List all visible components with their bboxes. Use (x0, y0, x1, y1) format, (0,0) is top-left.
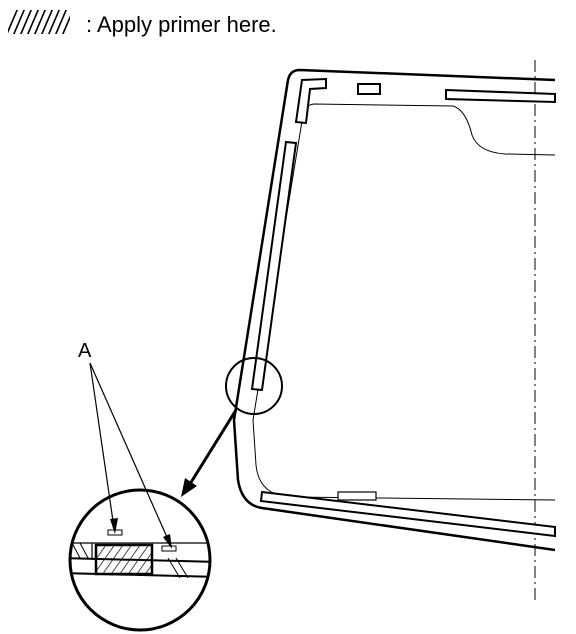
primer-hatch-swatch (8, 10, 70, 34)
mirror-mount-contour (452, 105, 556, 156)
primer-strip-left-side (250, 140, 298, 392)
detail-source-circle (225, 357, 283, 415)
windshield-outer-edge (232, 68, 556, 552)
detail-arrow-head (181, 478, 197, 497)
primer-strip-bottom (259, 490, 556, 538)
cross-section-detail (70, 529, 210, 579)
primer-strip-top-right (445, 88, 556, 104)
callout-label-a: A (78, 340, 92, 362)
primer-strip-top-corner (294, 77, 327, 125)
leader-line-a-right (89, 362, 171, 545)
legend: : Apply primer here. (6, 4, 406, 40)
leader-arrow-a-right (163, 534, 172, 549)
detail-arrow-shaft (188, 409, 238, 485)
primer-tab-top (357, 83, 381, 95)
leader-arrow-a-left (110, 518, 118, 534)
leader-line-a-left (89, 362, 115, 529)
legend-text: : Apply primer here. (86, 12, 277, 37)
windshield-inner-edge (252, 103, 556, 501)
primer-tab-bottom (337, 491, 377, 501)
